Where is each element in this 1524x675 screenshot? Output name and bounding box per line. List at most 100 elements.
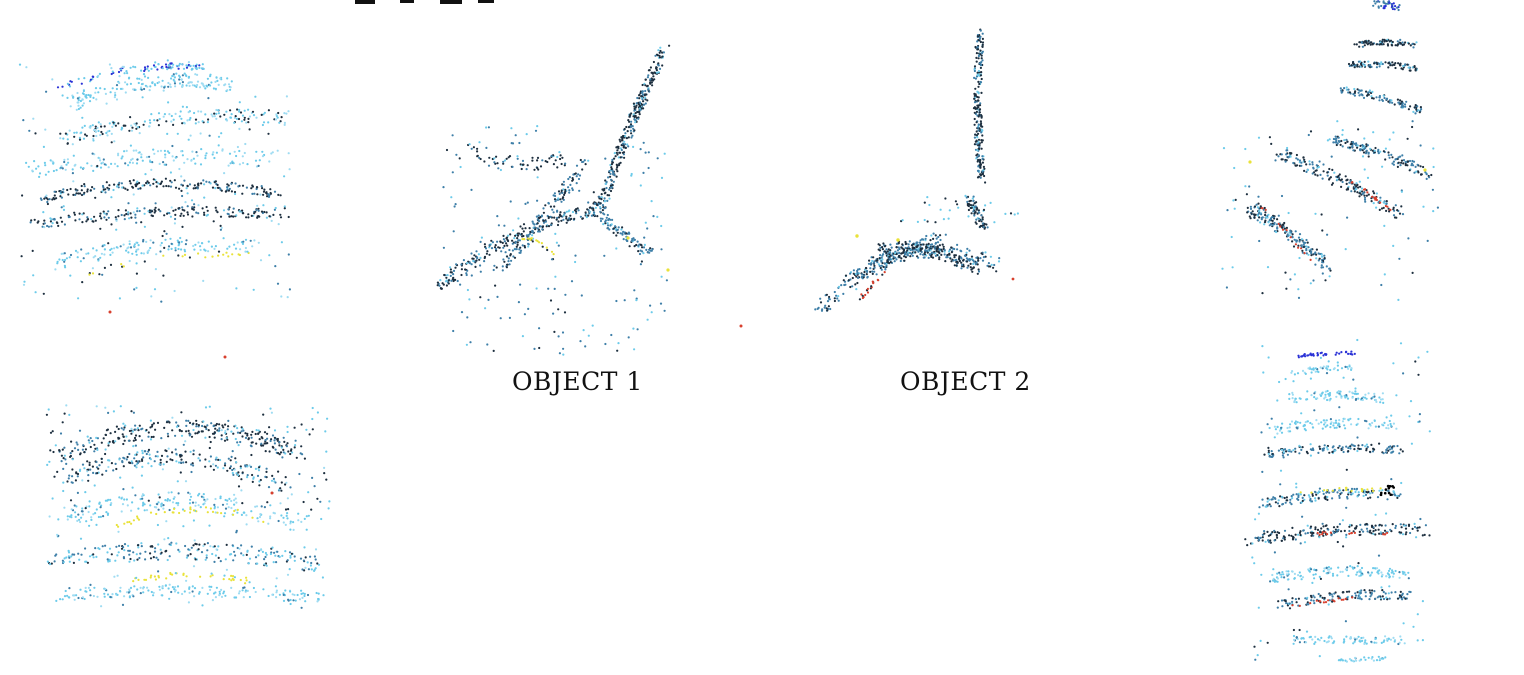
point [133, 243, 136, 246]
point [1401, 43, 1404, 47]
point [527, 245, 530, 248]
point [548, 157, 551, 160]
point [84, 560, 87, 563]
point [188, 183, 192, 186]
point [121, 186, 124, 189]
point [279, 120, 282, 123]
point [31, 249, 34, 252]
point [311, 406, 314, 410]
point [223, 355, 227, 359]
point [160, 505, 163, 508]
point [184, 440, 187, 443]
point [1378, 65, 1381, 68]
point [1358, 195, 1361, 198]
point [246, 474, 249, 477]
point [971, 197, 974, 200]
point [119, 586, 122, 589]
point [1399, 99, 1402, 102]
point [949, 257, 952, 260]
point [1413, 171, 1416, 174]
point [527, 237, 530, 240]
point [166, 150, 169, 153]
point [46, 560, 50, 563]
point [519, 249, 523, 252]
point [649, 304, 652, 307]
point [111, 251, 114, 254]
point [191, 585, 194, 588]
point [242, 429, 245, 432]
point [184, 74, 187, 77]
point [521, 335, 525, 338]
point [74, 219, 77, 222]
point [642, 107, 645, 110]
point [224, 558, 227, 561]
point [81, 126, 84, 129]
point [189, 433, 192, 436]
point [147, 431, 150, 434]
point [619, 140, 622, 143]
point [174, 85, 177, 88]
point [201, 424, 204, 428]
point [878, 257, 881, 260]
point [217, 556, 220, 560]
point [436, 281, 439, 284]
point [168, 151, 171, 154]
point [1375, 0, 1379, 3]
point [167, 81, 170, 85]
point [643, 243, 647, 246]
point [558, 192, 561, 195]
point [154, 268, 157, 271]
point [162, 185, 165, 188]
point [539, 225, 542, 228]
point [148, 119, 151, 122]
point [150, 574, 153, 577]
point [1396, 6, 1399, 9]
point [525, 168, 528, 171]
point [473, 254, 476, 257]
point [135, 466, 138, 469]
point [204, 113, 207, 116]
point [123, 595, 126, 598]
point [196, 154, 199, 157]
point [948, 248, 952, 251]
point [980, 71, 983, 74]
point [177, 492, 180, 495]
point [507, 257, 510, 260]
point [580, 294, 583, 297]
point [533, 226, 536, 229]
point [123, 543, 127, 546]
point [149, 239, 152, 242]
point [239, 248, 242, 251]
point [237, 117, 241, 121]
point [71, 168, 74, 171]
point [856, 272, 859, 275]
point [186, 158, 189, 161]
point [624, 146, 628, 149]
point [604, 157, 607, 160]
point [129, 461, 132, 465]
point [133, 245, 136, 248]
point [161, 468, 164, 471]
point [896, 238, 900, 242]
point [105, 469, 108, 472]
point [86, 188, 89, 191]
point [177, 244, 180, 247]
point [100, 217, 103, 220]
point [546, 160, 549, 164]
point [142, 502, 145, 505]
point [943, 249, 946, 252]
point [479, 264, 482, 267]
point [79, 166, 82, 169]
point [75, 471, 78, 474]
point [68, 556, 71, 559]
point [508, 316, 511, 319]
point [554, 200, 557, 203]
point [95, 134, 98, 138]
point [238, 547, 241, 550]
point [185, 187, 188, 190]
point [87, 252, 90, 255]
point [978, 111, 982, 114]
point [43, 226, 46, 229]
point [230, 579, 233, 582]
point [284, 476, 287, 479]
